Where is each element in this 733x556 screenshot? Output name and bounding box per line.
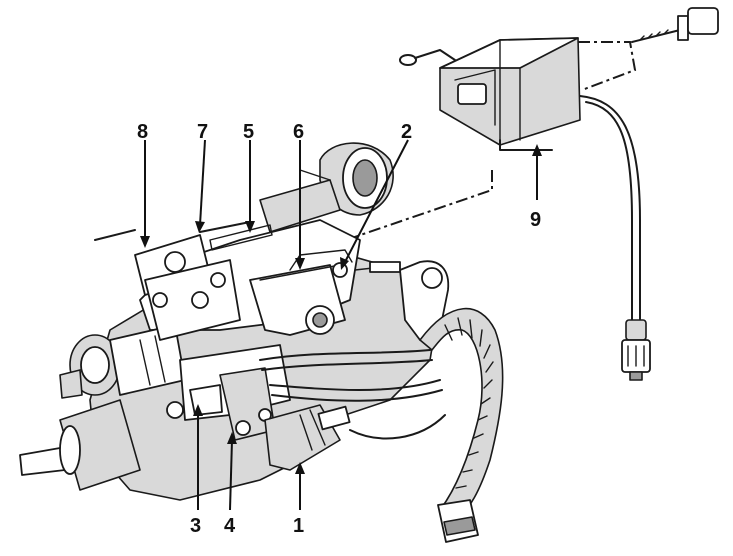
leader-lines [140, 139, 542, 511]
arrow-5 [245, 221, 255, 233]
callout-9: 9 [530, 209, 541, 231]
injection-pump-body [19, 142, 450, 501]
callout-3: 3 [190, 515, 201, 537]
arrow-4 [227, 432, 237, 444]
arrow-9 [532, 144, 542, 156]
arrow-6 [295, 258, 305, 270]
leader-4 [229, 439, 233, 511]
callout-6: 6 [293, 121, 304, 143]
leader-7 [199, 139, 206, 226]
arrow-1 [295, 462, 305, 474]
callout-2: 2 [401, 121, 412, 143]
arrow-2 [340, 257, 349, 270]
callout-7: 7 [197, 121, 208, 143]
callout-labels: 8 7 5 6 2 9 3 4 1 [137, 121, 541, 537]
arrow-7 [195, 221, 205, 233]
callout-1: 1 [293, 515, 304, 537]
callout-8: 8 [137, 121, 148, 143]
arrow-3 [193, 404, 203, 416]
control-unit-module [399, 7, 719, 381]
leader-2 [344, 139, 409, 263]
arrow-8 [140, 236, 150, 248]
callout-5: 5 [243, 121, 254, 143]
callout-4: 4 [224, 515, 236, 537]
wiring-harness [419, 307, 504, 543]
